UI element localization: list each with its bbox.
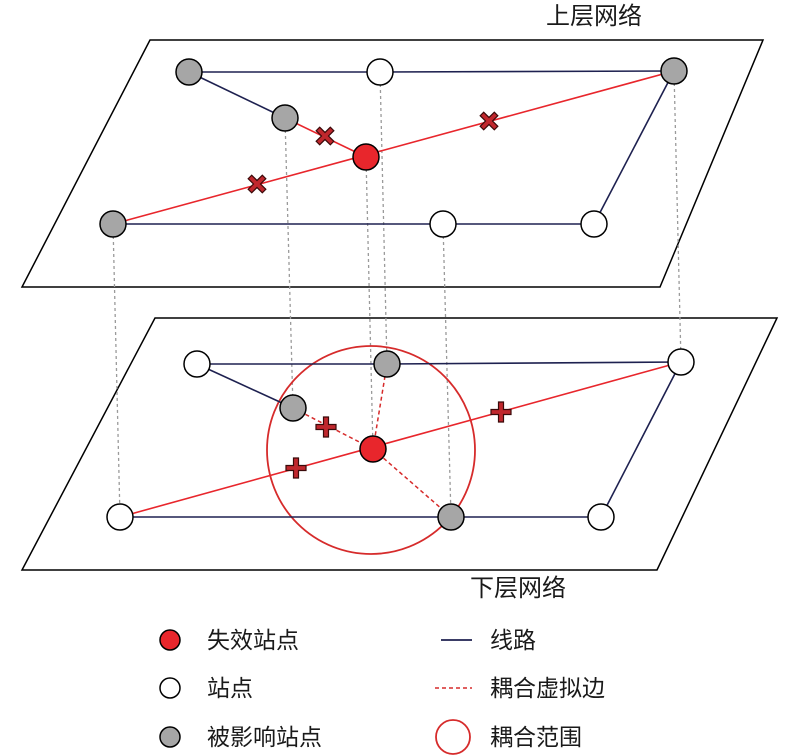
lower-nodes	[106, 348, 695, 531]
interlayer-link	[379, 71, 388, 365]
affected-station-node	[271, 104, 299, 132]
lower-layer-plane	[20, 317, 779, 571]
station-node	[580, 210, 608, 238]
legend-affected-station-icon	[159, 726, 181, 748]
station-node	[366, 58, 394, 86]
failed-station-node	[359, 435, 387, 463]
affected-station-node	[437, 503, 465, 531]
failed-line-segment	[119, 361, 682, 518]
legend-coupling-edge-label: 耦合虚拟边	[490, 676, 605, 702]
coupling-range-circle	[266, 345, 476, 555]
legend-line-label: 线路	[490, 628, 536, 654]
legend-coupling-range-icon	[435, 719, 471, 755]
upper-nodes	[99, 57, 688, 238]
affected-station-node	[373, 350, 401, 378]
legend-affected-station-label: 被影响站点	[207, 725, 322, 751]
affected-station-node	[279, 394, 307, 422]
lower-cross-marks	[285, 401, 512, 479]
line-segment	[196, 363, 294, 409]
affected-station-node	[660, 57, 688, 85]
failed-station-node	[352, 143, 380, 171]
line-segment	[188, 71, 286, 119]
cross-mark	[285, 457, 307, 479]
interlayer-link	[442, 223, 452, 518]
line-segment	[600, 361, 682, 518]
lower-lines	[120, 361, 682, 518]
legend: 失效站点 站点 被影响站点 线路 耦合虚拟边 耦合范围	[159, 628, 605, 755]
cross-mark	[315, 126, 335, 146]
cross-mark	[479, 111, 499, 131]
interlayer-link	[673, 70, 682, 363]
cross-mark	[315, 416, 337, 438]
failed-line-segment	[112, 70, 675, 225]
legend-failed-station-label: 失效站点	[207, 628, 299, 654]
affected-station-node	[175, 58, 203, 86]
legend-coupling-range-label: 耦合范围	[490, 725, 582, 751]
legend-station-label: 站点	[207, 676, 253, 702]
affected-station-node	[99, 210, 127, 238]
station-node	[106, 503, 134, 531]
cross-mark	[490, 401, 512, 423]
upper-layer-plane	[20, 39, 765, 288]
station-node	[667, 348, 695, 376]
cross-mark	[247, 174, 267, 194]
coupling-virtual-edge	[372, 448, 452, 518]
station-node	[183, 350, 211, 378]
upper-lines	[113, 70, 675, 225]
interlayer-link	[365, 156, 374, 450]
upper-layer-label: 上层网络	[546, 2, 642, 30]
line-segment	[379, 70, 675, 73]
lower-failed-lines	[119, 361, 682, 518]
line-segment	[386, 361, 682, 365]
interlayer-link	[112, 223, 121, 518]
interlayer-links	[112, 70, 682, 518]
interlayer-link	[284, 117, 294, 409]
lower-layer-label: 下层网络	[470, 574, 566, 602]
station-node	[429, 210, 457, 238]
legend-station-icon	[159, 677, 181, 699]
station-node	[587, 503, 615, 531]
coupling-virtual-edge	[372, 363, 388, 450]
line-segment	[593, 70, 675, 225]
legend-failed-station-icon	[159, 629, 181, 651]
upper-cross-marks	[247, 111, 499, 194]
